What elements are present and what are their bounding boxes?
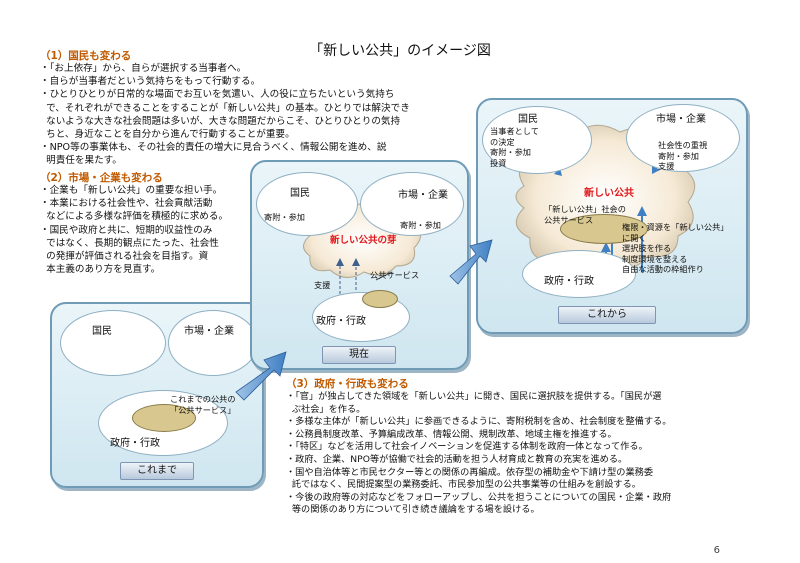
old-public-service-ellipse <box>132 404 196 432</box>
new-public-label: 新しい公共 <box>584 188 634 199</box>
market-label: 市場・企業 <box>184 326 234 337</box>
section2-line: ・国民や政府と共に、短期的収益性のみ <box>40 224 213 236</box>
section1-text: ・「お上依存」から、自らが選択する当事者へ。 ・自らが当事者だという気持ちをもっ… <box>40 62 410 168</box>
section3-line: ぶ社会」を作る。 <box>286 403 366 415</box>
arrowhead-support-b <box>352 258 360 266</box>
section3-heading: （3）政府・行政も変わる <box>286 378 409 390</box>
public-service-ellipse <box>362 290 398 308</box>
section2-line: ・本業における社会性や、社会貢献活動 <box>40 198 213 210</box>
market-ellipse <box>168 310 258 376</box>
market-ellipse <box>626 104 740 172</box>
section2-line: ではなく、長期的観点にたった、社会性 <box>40 237 219 249</box>
section3-line: ・政府、企業、NPO等が協働で社会的活動を担う人材育成と教育の充実を進める。 <box>286 453 628 465</box>
donation-right-label: 寄附・参加 <box>400 220 441 230</box>
new-public-bud-label: 新しい公共の芽 <box>330 235 397 246</box>
section3-line: ・国や自治体等と市民セクター等との関係の再編成。依存型の補助金や下請け型の業務委 <box>286 466 654 478</box>
future-button[interactable]: これから <box>558 306 656 324</box>
market-role-label: 社会性の重視 寄附・参加 支援 <box>658 140 708 171</box>
section2-line: 本主義のあり方を見直す。 <box>40 264 161 276</box>
section3-line: ・今後の政府等の対応などをフォローアップし、公共を担うことについての国民・企業・… <box>286 491 672 503</box>
new-public-service-ellipse <box>560 214 648 244</box>
dashed-arrow-support <box>339 264 357 294</box>
section1-line: 明責任を果たす。 <box>40 155 122 167</box>
donation-left-label: 寄附・参加 <box>264 212 305 222</box>
new-public-service-label: 「新しい公共」社会の 公共サービス <box>544 204 626 225</box>
citizens-ellipse <box>482 106 592 174</box>
section1-heading: （1）国民も変わる <box>40 50 132 62</box>
market-label: 市場・企業 <box>656 114 706 125</box>
before-button[interactable]: これまで <box>120 462 194 480</box>
market-ellipse <box>360 172 464 236</box>
support-label: 支援 <box>314 280 331 290</box>
section1-line: ・ひとりひとりが日常的な場面でお互いを気遣い、人の役に立ちたいという気持ち <box>40 89 395 101</box>
section1-line: ・「お上依存」から、自らが選択する当事者へ。 <box>40 63 247 74</box>
market-label: 市場・企業 <box>398 190 448 201</box>
section3-line: 託ではなく、民間提案型の業務委託、市民参加型の公共事業等の仕組みを創設する。 <box>286 479 641 491</box>
section3-line: ・「官」が独占してきた領域を「新しい公共」に開き、国民に選択肢を提供する。「国民… <box>286 391 662 402</box>
arrowhead-support-a <box>336 258 344 266</box>
section1-line: で、それぞれができることをすることが「新しい公共」の基本。ひとりでは解決でき <box>40 102 410 114</box>
panel-now: 国民 寄附・参加 市場・企業 寄附・参加 新しい公共の芽 公共サービス 支援 政… <box>250 160 469 370</box>
government-label: 政府・行政 <box>544 276 594 287</box>
public-service-line <box>375 271 393 281</box>
arrow-now-to-future <box>449 239 493 285</box>
public-service-label: 公共サービス <box>370 270 420 280</box>
section2-heading: （2）市場・企業も変わる <box>40 172 163 184</box>
gov-role-label: 権限・資源を「新しい公共」 に開く 選択肢を作る 制度環境を整える 自由な活動の… <box>622 222 729 274</box>
government-label: 政府・行政 <box>110 438 160 449</box>
arrow-before-to-now <box>235 351 287 401</box>
section2-line: の発揮が評価される社会を目指す。資 <box>40 251 209 263</box>
citizens-ellipse <box>60 310 166 376</box>
government-label: 政府・行政 <box>316 316 366 327</box>
citizens-label: 国民 <box>92 326 112 337</box>
section3-line: ・「特区」などを活用して社会イノベーションを促進する体制を政府一体となって作る。 <box>286 441 648 453</box>
government-ellipse <box>522 250 636 298</box>
old-public-label: これまでの公共の 「公共サービス」 <box>170 394 236 415</box>
section3-line: ・公務員制度改革、予算編成改革、情報公開、規制改革、地域主権を推進する。 <box>286 428 617 440</box>
section1-line: ないような大きな社会問題は多いが、大きな問題だからこそ、ひとりひとりの気持 <box>40 115 401 127</box>
now-button[interactable]: 現在 <box>322 346 396 364</box>
section2-text: ・企業も「新しい公共」の重要な担い手。 ・本業における社会性や、社会貢献活動 な… <box>40 184 228 276</box>
section3-line: 等の関係のあり方について引き続き議論をする場を設ける。 <box>286 504 540 516</box>
section1-line: ちと、身近なことを自分から進んで行動することが重要。 <box>40 129 295 141</box>
section3-line: ・多様な主体が「新しい公共」に参画できるように、寄附税制を含め、社会制度を整備す… <box>286 416 672 428</box>
page-number: 6 <box>713 545 720 556</box>
page-title: 「新しい公共」のイメージ図 <box>309 43 491 59</box>
section2-line: などによる多様な評価を積極的に求める。 <box>40 211 229 223</box>
section1-line: ・自らが当事者だという気持ちをもって行動する。 <box>40 76 261 88</box>
section3-text: ・「官」が独占してきた領域を「新しい公共」に開き、国民に選択肢を提供する。「国民… <box>286 391 671 517</box>
citizen-role-label: 当事者として の決定 寄附・参加 投資 <box>490 126 539 168</box>
section2-line: ・企業も「新しい公共」の重要な担い手。 <box>40 185 223 196</box>
section1-line: ・NPO等の事業体も、その社会的責任の増大に見合うべく、情報公開を進め、説 <box>40 142 387 154</box>
panel-before: 国民 市場・企業 これまでの公共の 「公共サービス」 政府・行政 これまで <box>50 302 264 488</box>
panel-future: 国民 当事者として の決定 寄附・参加 投資 市場・企業 社会性の重視 寄附・参… <box>476 98 748 334</box>
citizens-label: 国民 <box>518 114 538 125</box>
citizens-label: 国民 <box>290 188 310 199</box>
citizens-ellipse <box>256 172 358 236</box>
